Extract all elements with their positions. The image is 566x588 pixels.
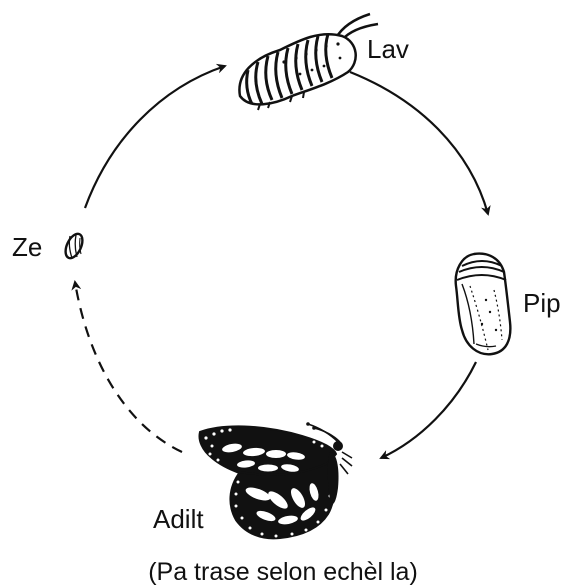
larva-label: Lav <box>367 34 409 64</box>
adult-label: Adilt <box>153 504 204 534</box>
egg-illustration <box>62 231 86 260</box>
adult-butterfly-illustration <box>200 422 353 538</box>
arrow-pupa-to-adult <box>381 362 476 458</box>
pupa-illustration <box>456 254 511 355</box>
arrow-larva-to-pupa <box>350 72 488 214</box>
scale-caption: (Pa trase selon echèl la) <box>148 558 418 586</box>
pupa-label: Pip <box>523 288 561 318</box>
arrow-egg-to-larva <box>85 66 225 208</box>
arrow-adult-to-egg-dashed <box>75 282 182 452</box>
larva-illustration <box>239 14 378 110</box>
egg-label: Ze <box>12 232 42 262</box>
